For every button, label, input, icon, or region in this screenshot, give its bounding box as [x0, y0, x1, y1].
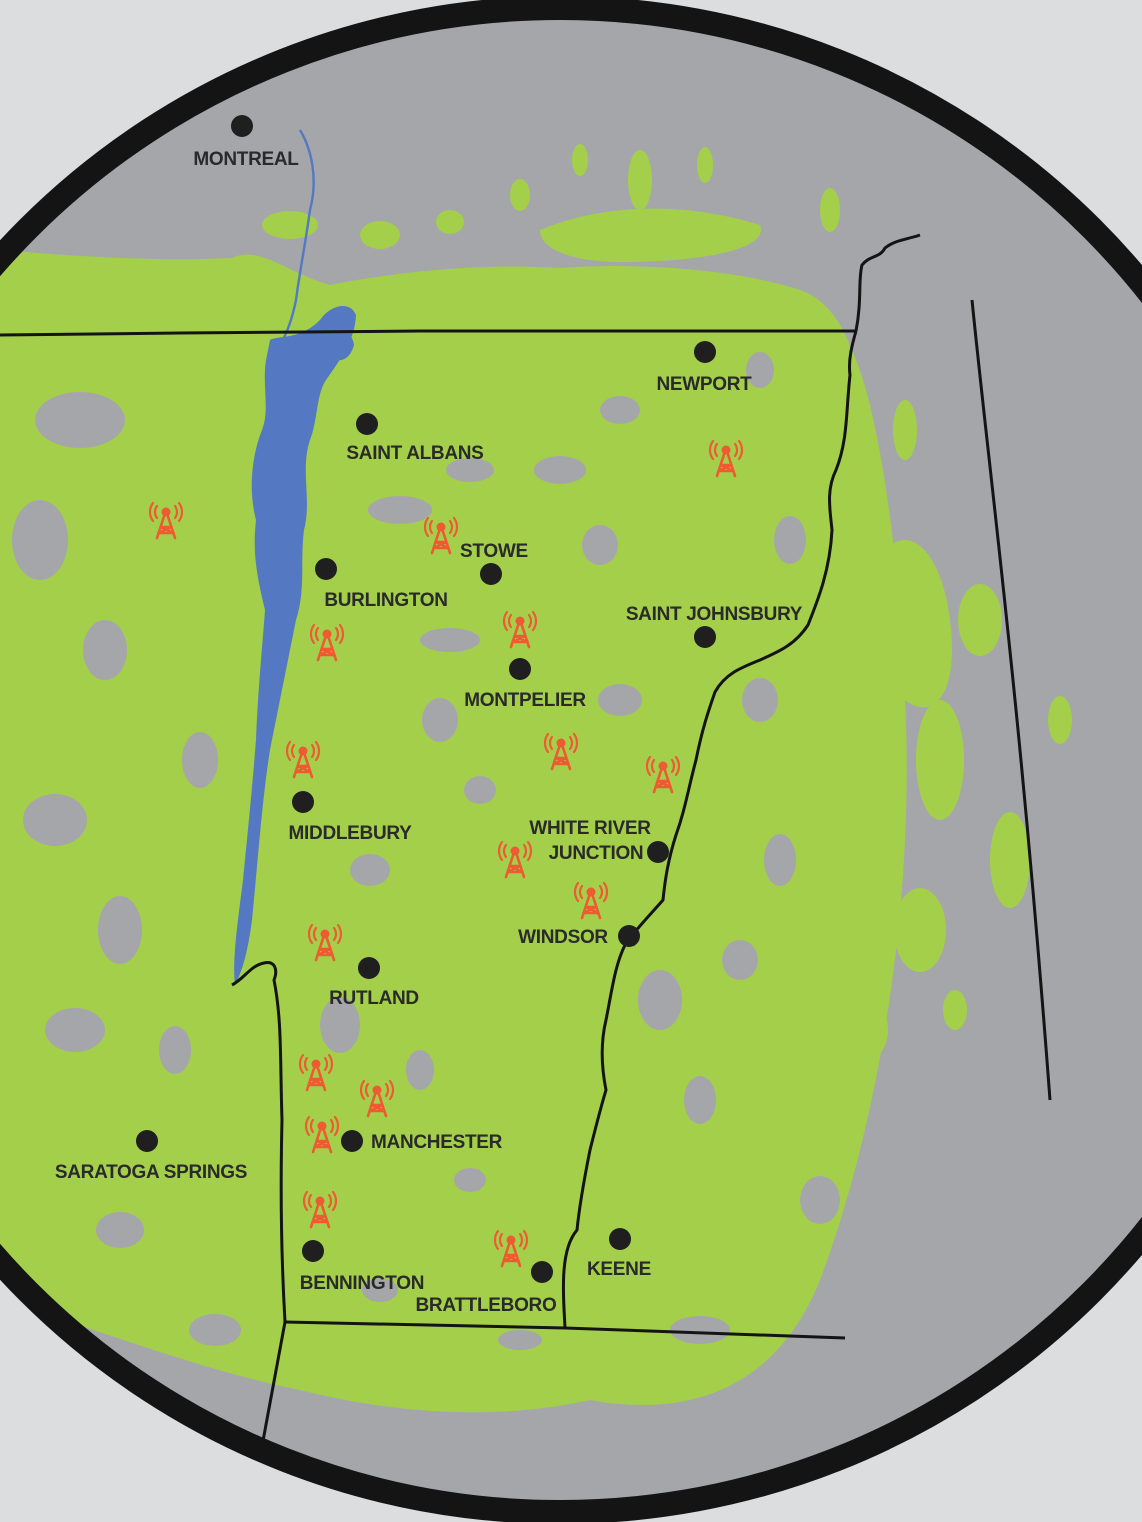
city-labels: MONTREAL NEWPORT SAINT ALBANS STOWE BURL…	[55, 149, 803, 1316]
city-label-bennington: BENNINGTON	[300, 1273, 424, 1294]
city-dot-montpelier	[509, 658, 531, 680]
city-markers	[136, 115, 716, 1283]
city-dot-brattleboro	[531, 1261, 553, 1283]
coverage-area	[0, 144, 1072, 1413]
coverage-gaps	[12, 352, 840, 1350]
lake-shape	[234, 305, 356, 985]
city-label-saint-albans: SAINT ALBANS	[346, 443, 483, 464]
city-label-windsor: WINDSOR	[518, 927, 608, 948]
city-label-montreal: MONTREAL	[193, 149, 299, 170]
city-dot-keene	[609, 1228, 631, 1250]
city-label-brattleboro: BRATTLEBORO	[416, 1295, 557, 1316]
city-dot-saint-johnsbury	[694, 626, 716, 648]
city-dot-montreal	[231, 115, 253, 137]
river-line	[278, 129, 315, 346]
city-label-montpelier: MONTPELIER	[464, 690, 586, 711]
city-label-manchester: MANCHESTER	[371, 1132, 503, 1153]
city-dot-manchester	[341, 1130, 363, 1152]
city-dot-white-river-junction	[647, 841, 669, 863]
lake-champlain	[234, 129, 356, 985]
city-dot-saint-albans	[356, 413, 378, 435]
city-label-stowe: STOWE	[460, 541, 528, 562]
city-label-newport: NEWPORT	[656, 374, 752, 395]
city-label-middlebury: MIDDLEBURY	[289, 823, 413, 844]
city-dot-bennington	[302, 1240, 324, 1262]
city-dot-saratoga-springs	[136, 1130, 158, 1152]
city-dot-newport	[694, 341, 716, 363]
city-label-rutland: RUTLAND	[329, 988, 419, 1009]
city-label-white-river-junction-2: JUNCTION	[549, 843, 644, 864]
city-dot-rutland	[358, 957, 380, 979]
city-dot-middlebury	[292, 791, 314, 813]
city-dot-burlington	[315, 558, 337, 580]
state-borders	[0, 233, 1052, 1512]
city-dot-windsor	[618, 925, 640, 947]
city-label-saratoga-springs: SARATOGA SPRINGS	[55, 1162, 247, 1183]
city-label-keene: KEENE	[587, 1259, 651, 1280]
city-label-saint-johnsbury: SAINT JOHNSBURY	[626, 604, 803, 625]
city-dot-stowe	[480, 563, 502, 585]
city-label-white-river-junction-1: WHITE RIVER	[529, 818, 651, 839]
city-label-burlington: BURLINGTON	[324, 590, 447, 611]
